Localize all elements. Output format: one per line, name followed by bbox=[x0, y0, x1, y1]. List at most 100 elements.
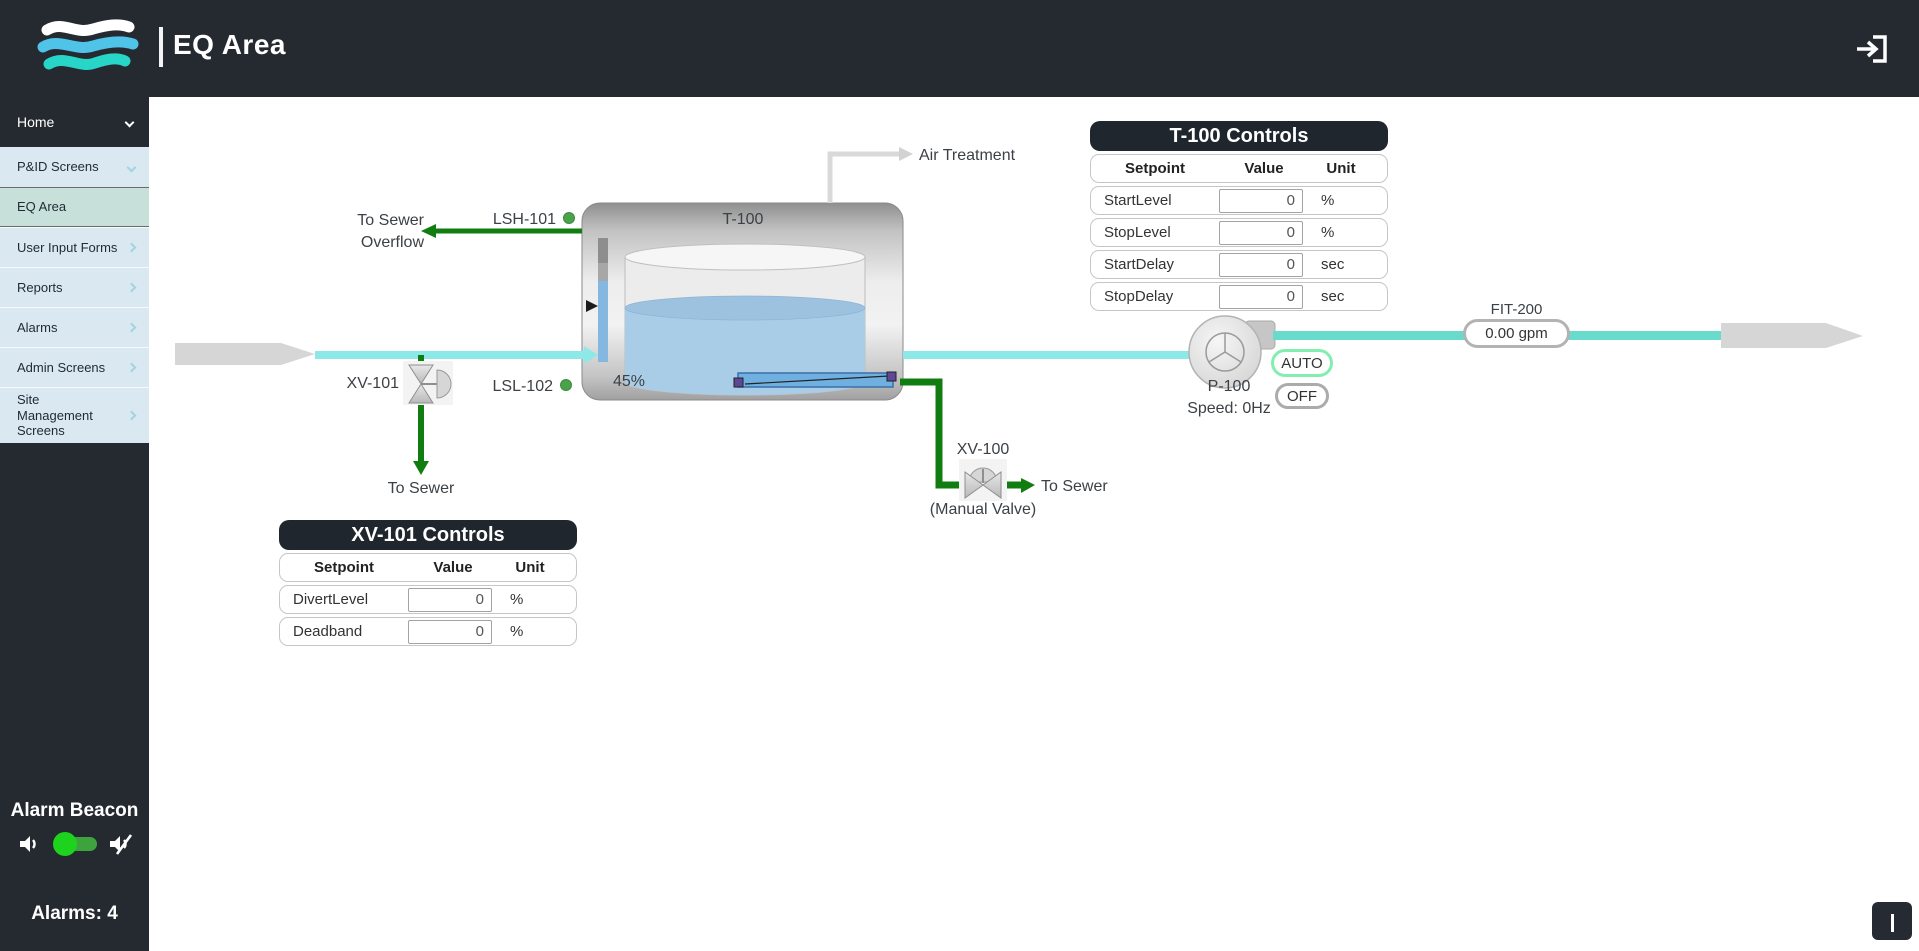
xv101-branch: XV-101 To Sewer bbox=[347, 355, 455, 497]
setpoint-label: DivertLevel bbox=[293, 591, 369, 608]
tank-level-value: 45% bbox=[613, 373, 645, 390]
sidebar-item-eq-area[interactable]: EQ Area bbox=[0, 187, 149, 227]
setpoint-label: Deadband bbox=[293, 623, 363, 640]
startdelay-input[interactable] bbox=[1219, 252, 1303, 277]
col-header-unit: Unit bbox=[515, 559, 545, 576]
lsl102-status-dot bbox=[560, 379, 572, 391]
unit-label: % bbox=[1321, 224, 1335, 241]
login-icon[interactable] bbox=[1853, 33, 1891, 67]
xv101-valve-icon bbox=[408, 364, 452, 404]
chevron-right-icon bbox=[126, 282, 137, 293]
alarm-beacon-label: Alarm Beacon bbox=[10, 800, 139, 821]
fit200-value: 0.00 gpm bbox=[1463, 319, 1570, 348]
chevron-right-icon bbox=[126, 242, 137, 253]
overflow-label-line2: Overflow bbox=[361, 234, 425, 251]
sidebar-item-home[interactable]: Home bbox=[0, 97, 149, 147]
nav-label: Site Management Screens bbox=[17, 392, 93, 439]
unit-label: sec bbox=[1321, 288, 1345, 305]
unit-label: sec bbox=[1321, 256, 1345, 273]
xv100-drain-line: XV-100 To Sewer (Manual Valve) bbox=[900, 378, 1108, 518]
xv100-manual-note: (Manual Valve) bbox=[930, 501, 1036, 518]
pump-p100-label: P-100 bbox=[1207, 378, 1251, 395]
chevron-right-icon bbox=[126, 362, 137, 373]
col-header-value: Value bbox=[433, 559, 473, 576]
scroll-to-top-button[interactable] bbox=[1872, 902, 1912, 940]
sidebar-home-label: Home bbox=[17, 114, 55, 130]
setpoint-label: StopDelay bbox=[1104, 288, 1174, 305]
nav-label: Reports bbox=[17, 279, 63, 295]
pid-diagram: T-100 45% bbox=[175, 147, 1863, 518]
decant-arm-slider bbox=[733, 371, 897, 388]
xv100-label: XV-100 bbox=[957, 441, 1010, 458]
sidebar-item-admin-screens[interactable]: Admin Screens bbox=[0, 347, 149, 387]
title-separator bbox=[159, 27, 163, 67]
alarms-count: Alarms: 4 bbox=[31, 903, 118, 924]
xv101-label: XV-101 bbox=[347, 375, 400, 392]
chevron-right-icon bbox=[126, 322, 137, 333]
alarm-beacon-toggle[interactable] bbox=[53, 832, 97, 856]
inlet-pipe bbox=[315, 351, 584, 359]
app-header: EQ Area bbox=[0, 0, 1919, 97]
sidebar-nav-list: P&ID Screens EQ Area User Input Forms Re… bbox=[0, 147, 149, 443]
tank-label: T-100 bbox=[723, 211, 764, 228]
page-title: EQ Area bbox=[173, 29, 286, 60]
speaker-on-icon[interactable] bbox=[17, 832, 41, 856]
table-header-row: Setpoint Value Unit bbox=[1090, 154, 1388, 183]
col-header-unit: Unit bbox=[1326, 160, 1356, 177]
startlevel-input[interactable] bbox=[1219, 188, 1303, 213]
pump-speed-readout: Speed: 0Hz bbox=[1187, 400, 1271, 417]
stoplevel-input[interactable] bbox=[1219, 220, 1303, 245]
lsl102-label: LSL-102 bbox=[493, 378, 554, 395]
inlet-pipe-arrowhead bbox=[584, 346, 598, 364]
toggle-knob bbox=[53, 832, 77, 856]
sidebar-item-user-input-forms[interactable]: User Input Forms bbox=[0, 227, 149, 267]
unit-label: % bbox=[510, 623, 524, 640]
pump-off-button[interactable]: OFF bbox=[1275, 383, 1329, 409]
table-header-row: Setpoint Value Unit bbox=[279, 553, 577, 582]
unit-label: % bbox=[510, 591, 524, 608]
pid-canvas: T-100 45% bbox=[149, 97, 1919, 951]
xv101-controls-title: XV-101 Controls bbox=[279, 520, 577, 550]
company-logo bbox=[37, 19, 139, 70]
lsh101-overflow-line: To Sewer Overflow LSH-101 bbox=[357, 211, 582, 251]
lsh101-status-dot bbox=[563, 212, 575, 224]
sidebar-item-site-management[interactable]: Site Management Screens bbox=[0, 387, 149, 443]
xv100-valve-icon bbox=[964, 467, 1002, 499]
table-row: StopDelay sec bbox=[1090, 282, 1388, 311]
setpoint-label: StartDelay bbox=[1104, 256, 1175, 273]
setpoint-label: StopLevel bbox=[1104, 224, 1171, 241]
xv101-to-sewer-label: To Sewer bbox=[388, 480, 455, 497]
sidebar-item-reports[interactable]: Reports bbox=[0, 267, 149, 307]
speaker-muted-icon[interactable] bbox=[107, 832, 133, 856]
t100-controls-title: T-100 Controls bbox=[1090, 121, 1388, 151]
pump-auto-button[interactable]: AUTO bbox=[1271, 349, 1333, 377]
col-header-value: Value bbox=[1244, 160, 1284, 177]
pump-p100-icon bbox=[1188, 315, 1276, 389]
air-treatment-line: Air Treatment bbox=[827, 147, 1016, 203]
deadband-input[interactable] bbox=[408, 619, 492, 644]
table-row: StopLevel % bbox=[1090, 218, 1388, 247]
chevron-up-icon bbox=[1890, 913, 1894, 932]
nav-label: EQ Area bbox=[17, 199, 67, 215]
lsl102-indicator: LSL-102 bbox=[493, 378, 572, 395]
col-header-setpoint: Setpoint bbox=[1125, 160, 1185, 177]
lsh101-label: LSH-101 bbox=[493, 211, 556, 228]
divertlevel-input[interactable] bbox=[408, 587, 492, 612]
xv101-controls-table: XV-101 Controls Setpoint Value Unit Dive… bbox=[279, 520, 577, 646]
setpoint-label: StartLevel bbox=[1104, 192, 1172, 209]
alarm-beacon-controls bbox=[17, 831, 137, 857]
overflow-label-line1: To Sewer bbox=[357, 212, 424, 229]
sidebar-item-alarms[interactable]: Alarms bbox=[0, 307, 149, 347]
nav-label: User Input Forms bbox=[17, 239, 118, 255]
nav-label: Admin Screens bbox=[17, 359, 106, 375]
table-row: Deadband % bbox=[279, 617, 577, 646]
table-row: StartDelay sec bbox=[1090, 250, 1388, 279]
table-row: StartLevel % bbox=[1090, 186, 1388, 215]
sidebar-item-pid-screens[interactable]: P&ID Screens bbox=[0, 147, 149, 187]
xv100-to-sewer-label: To Sewer bbox=[1041, 478, 1108, 495]
stopdelay-input[interactable] bbox=[1219, 284, 1303, 309]
air-treatment-label: Air Treatment bbox=[919, 147, 1016, 164]
nav-label: Alarms bbox=[17, 319, 58, 335]
tank-outlet-pipe bbox=[903, 351, 1191, 359]
col-header-setpoint: Setpoint bbox=[314, 559, 374, 576]
